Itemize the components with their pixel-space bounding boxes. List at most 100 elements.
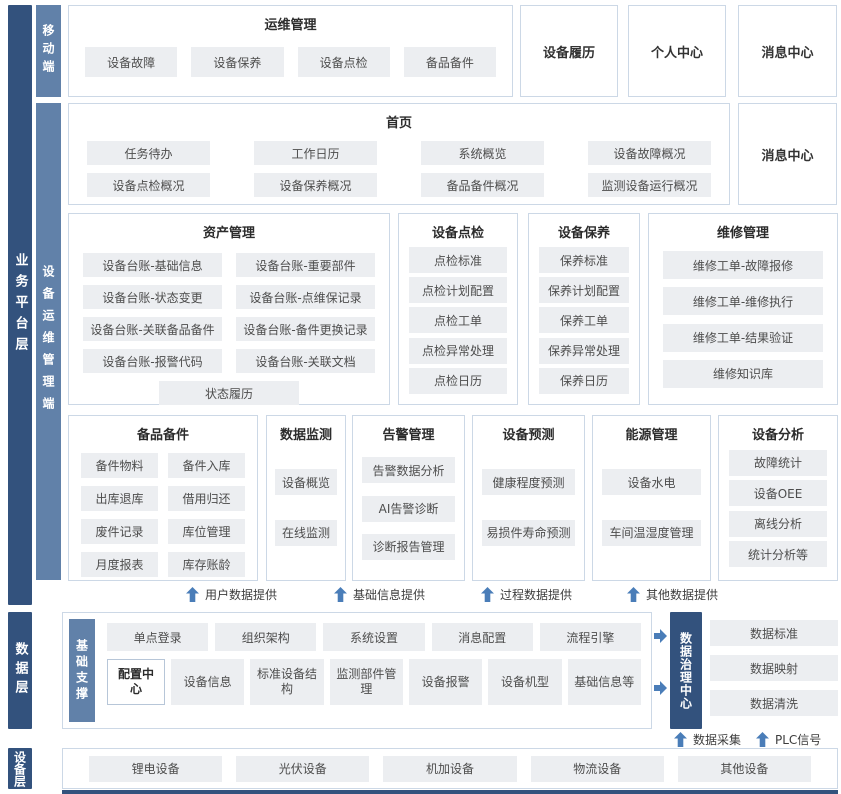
module-item: 保养工单 (539, 307, 629, 334)
module-item: 光伏设备 (236, 755, 370, 782)
module-item: 离线分析 (729, 510, 827, 537)
module-item: 库存账龄 (168, 552, 245, 577)
module-item: 保养标准 (539, 247, 629, 274)
module-item: 保养计划配置 (539, 277, 629, 304)
monitor-items: 设备概览在线监测 (267, 445, 345, 580)
mobile-ops-items: 设备故障设备保养设备点检备品备件 (69, 35, 512, 77)
flow-arrow-basic-info: 基础信息提供 (334, 585, 425, 603)
card-message-center-mobile: 消息中心 (738, 5, 837, 97)
panel-maintenance: 设备保养 保养标准保养计划配置保养工单保养异常处理保养日历 (528, 213, 640, 405)
layer-label-data: 数据层 (8, 612, 32, 729)
flow-arrow-label: 过程数据提供 (500, 587, 573, 602)
module-item: 数据标准 (710, 620, 838, 646)
module-item: 故障统计 (729, 449, 827, 476)
support-row2: 配置中心 设备信息标准设备结构监测部件管理设备报警设备机型基础信息等 (107, 659, 641, 705)
up-arrow-icon (481, 586, 494, 602)
module-item: 机加设备 (383, 755, 517, 782)
bottom-arrow-plc-signal: PLC信号 (756, 730, 821, 748)
module-item: 备件物料 (81, 453, 158, 478)
module-item: 数据清洗 (710, 690, 838, 716)
module-item: 库位管理 (168, 519, 245, 544)
up-arrow-icon (627, 586, 640, 602)
module-item: 设备故障 (85, 47, 178, 77)
module-item: 监测部件管理 (329, 659, 403, 705)
bottom-arrow-label: 数据采集 (693, 732, 742, 747)
panel-title: 数据监测 (279, 428, 332, 443)
module-item: 组织架构 (215, 623, 317, 651)
module-item: 设备台账-重要部件 (236, 253, 375, 277)
module-item: 维修工单-结果验证 (663, 323, 823, 352)
panel-inspection: 设备点检 点检标准点检计划配置点检工单点检异常处理点检日历 (398, 213, 518, 405)
asset-items: 设备台账-基础信息设备台账-重要部件设备台账-状态变更设备台账-点维保记录设备台… (69, 243, 389, 373)
panel-title: 备品备件 (136, 428, 189, 443)
panel-title: 能源管理 (625, 428, 678, 443)
module-item: 诊断报告管理 (362, 533, 455, 560)
flow-arrow-label: 其他数据提供 (646, 587, 719, 602)
module-item: 设备台账-备件更换记录 (236, 317, 375, 341)
module-item: 设备台账-状态变更 (83, 285, 222, 309)
panel-energy-management: 能源管理 设备水电车间温湿度管理 (592, 415, 711, 581)
right-arrow-icon (654, 681, 667, 695)
module-item: 备品备件概况 (421, 173, 544, 197)
config-center-box: 配置中心 (107, 659, 165, 705)
module-item: 月度报表 (81, 552, 158, 577)
module-item: 设备信息 (171, 659, 245, 705)
terminal-section-label: 设备运维管理端 (36, 103, 61, 580)
repair-items: 维修工单-故障报修维修工单-维修执行维修工单-结果验证维修知识库 (649, 243, 837, 404)
module-item: 借用归还 (168, 486, 245, 511)
module-item: 点检计划配置 (409, 277, 507, 304)
module-item: 标准设备结构 (250, 659, 324, 705)
panel-basic-support: 基础支撑 单点登录组织架构系统设置消息配置流程引擎 配置中心 设备信息标准设备结… (62, 612, 652, 729)
module-item: 备件入库 (168, 453, 245, 478)
module-item: 点检异常处理 (409, 337, 507, 364)
up-arrow-icon (674, 731, 687, 747)
flow-arrow-user-data: 用户数据提供 (186, 585, 277, 603)
card-message-center-terminal: 消息中心 (738, 103, 837, 205)
module-item: 设备点检概况 (87, 173, 210, 197)
module-item: 单点登录 (107, 623, 209, 651)
flow-arrow-other-data: 其他数据提供 (627, 585, 718, 603)
home-items-row1: 任务待办工作日历系统概览设备故障概况 (69, 133, 729, 165)
panel-title: 首页 (385, 116, 412, 131)
module-item: 设备点检 (297, 47, 390, 77)
module-item: 设备报警 (408, 659, 483, 705)
module-item: 出库退库 (81, 486, 158, 511)
module-item: 维修工单-维修执行 (663, 287, 823, 316)
module-item: 易损件寿命预测 (482, 519, 575, 546)
mobile-section-label: 移动端 (36, 5, 61, 97)
flow-arrow-process-data: 过程数据提供 (481, 585, 572, 603)
panel-device-prediction: 设备预测 健康程度预测易损件寿命预测 (472, 415, 585, 581)
module-item: 保养异常处理 (539, 337, 629, 364)
module-item: 其他设备 (677, 755, 812, 782)
module-item: 状态履历 (159, 381, 299, 405)
predict-items: 健康程度预测易损件寿命预测 (473, 445, 584, 580)
module-item: 设备机型 (488, 659, 562, 705)
right-arrow-icon (654, 629, 667, 643)
module-item: 备品备件 (403, 47, 496, 77)
device-items: 锂电设备光伏设备机加设备物流设备其他设备 (63, 749, 837, 788)
module-item: 设备保养概况 (254, 173, 377, 197)
up-arrow-icon (756, 731, 769, 747)
energy-items: 设备水电车间温湿度管理 (593, 445, 710, 580)
module-item: 系统设置 (323, 623, 425, 651)
panel-title: 设备点检 (431, 226, 484, 241)
panel-title: 运维管理 (264, 18, 317, 33)
panel-data-monitor: 数据监测 设备概览在线监测 (266, 415, 346, 581)
module-item: 维修工单-故障报修 (663, 251, 823, 280)
module-item: 设备台账-关联文档 (236, 349, 375, 373)
panel-repair: 维修管理 维修工单-故障报修维修工单-维修执行维修工单-结果验证维修知识库 (648, 213, 838, 405)
module-item: 数据映射 (710, 655, 838, 681)
module-item: 车间温湿度管理 (602, 519, 701, 546)
spare-items: 备件物料备件入库出库退库借用归还废件记录库位管理月度报表库存账龄 (69, 445, 257, 577)
module-item: 统计分析等 (729, 541, 827, 568)
panel-mobile-ops: 运维管理 设备故障设备保养设备点检备品备件 (68, 5, 513, 97)
module-item: 监测设备运行概况 (588, 173, 711, 197)
card-device-history: 设备履历 (520, 5, 618, 97)
panel-title: 设备预测 (502, 428, 555, 443)
module-item: 流程引擎 (539, 623, 641, 651)
panel-title: 设备分析 (751, 428, 804, 443)
